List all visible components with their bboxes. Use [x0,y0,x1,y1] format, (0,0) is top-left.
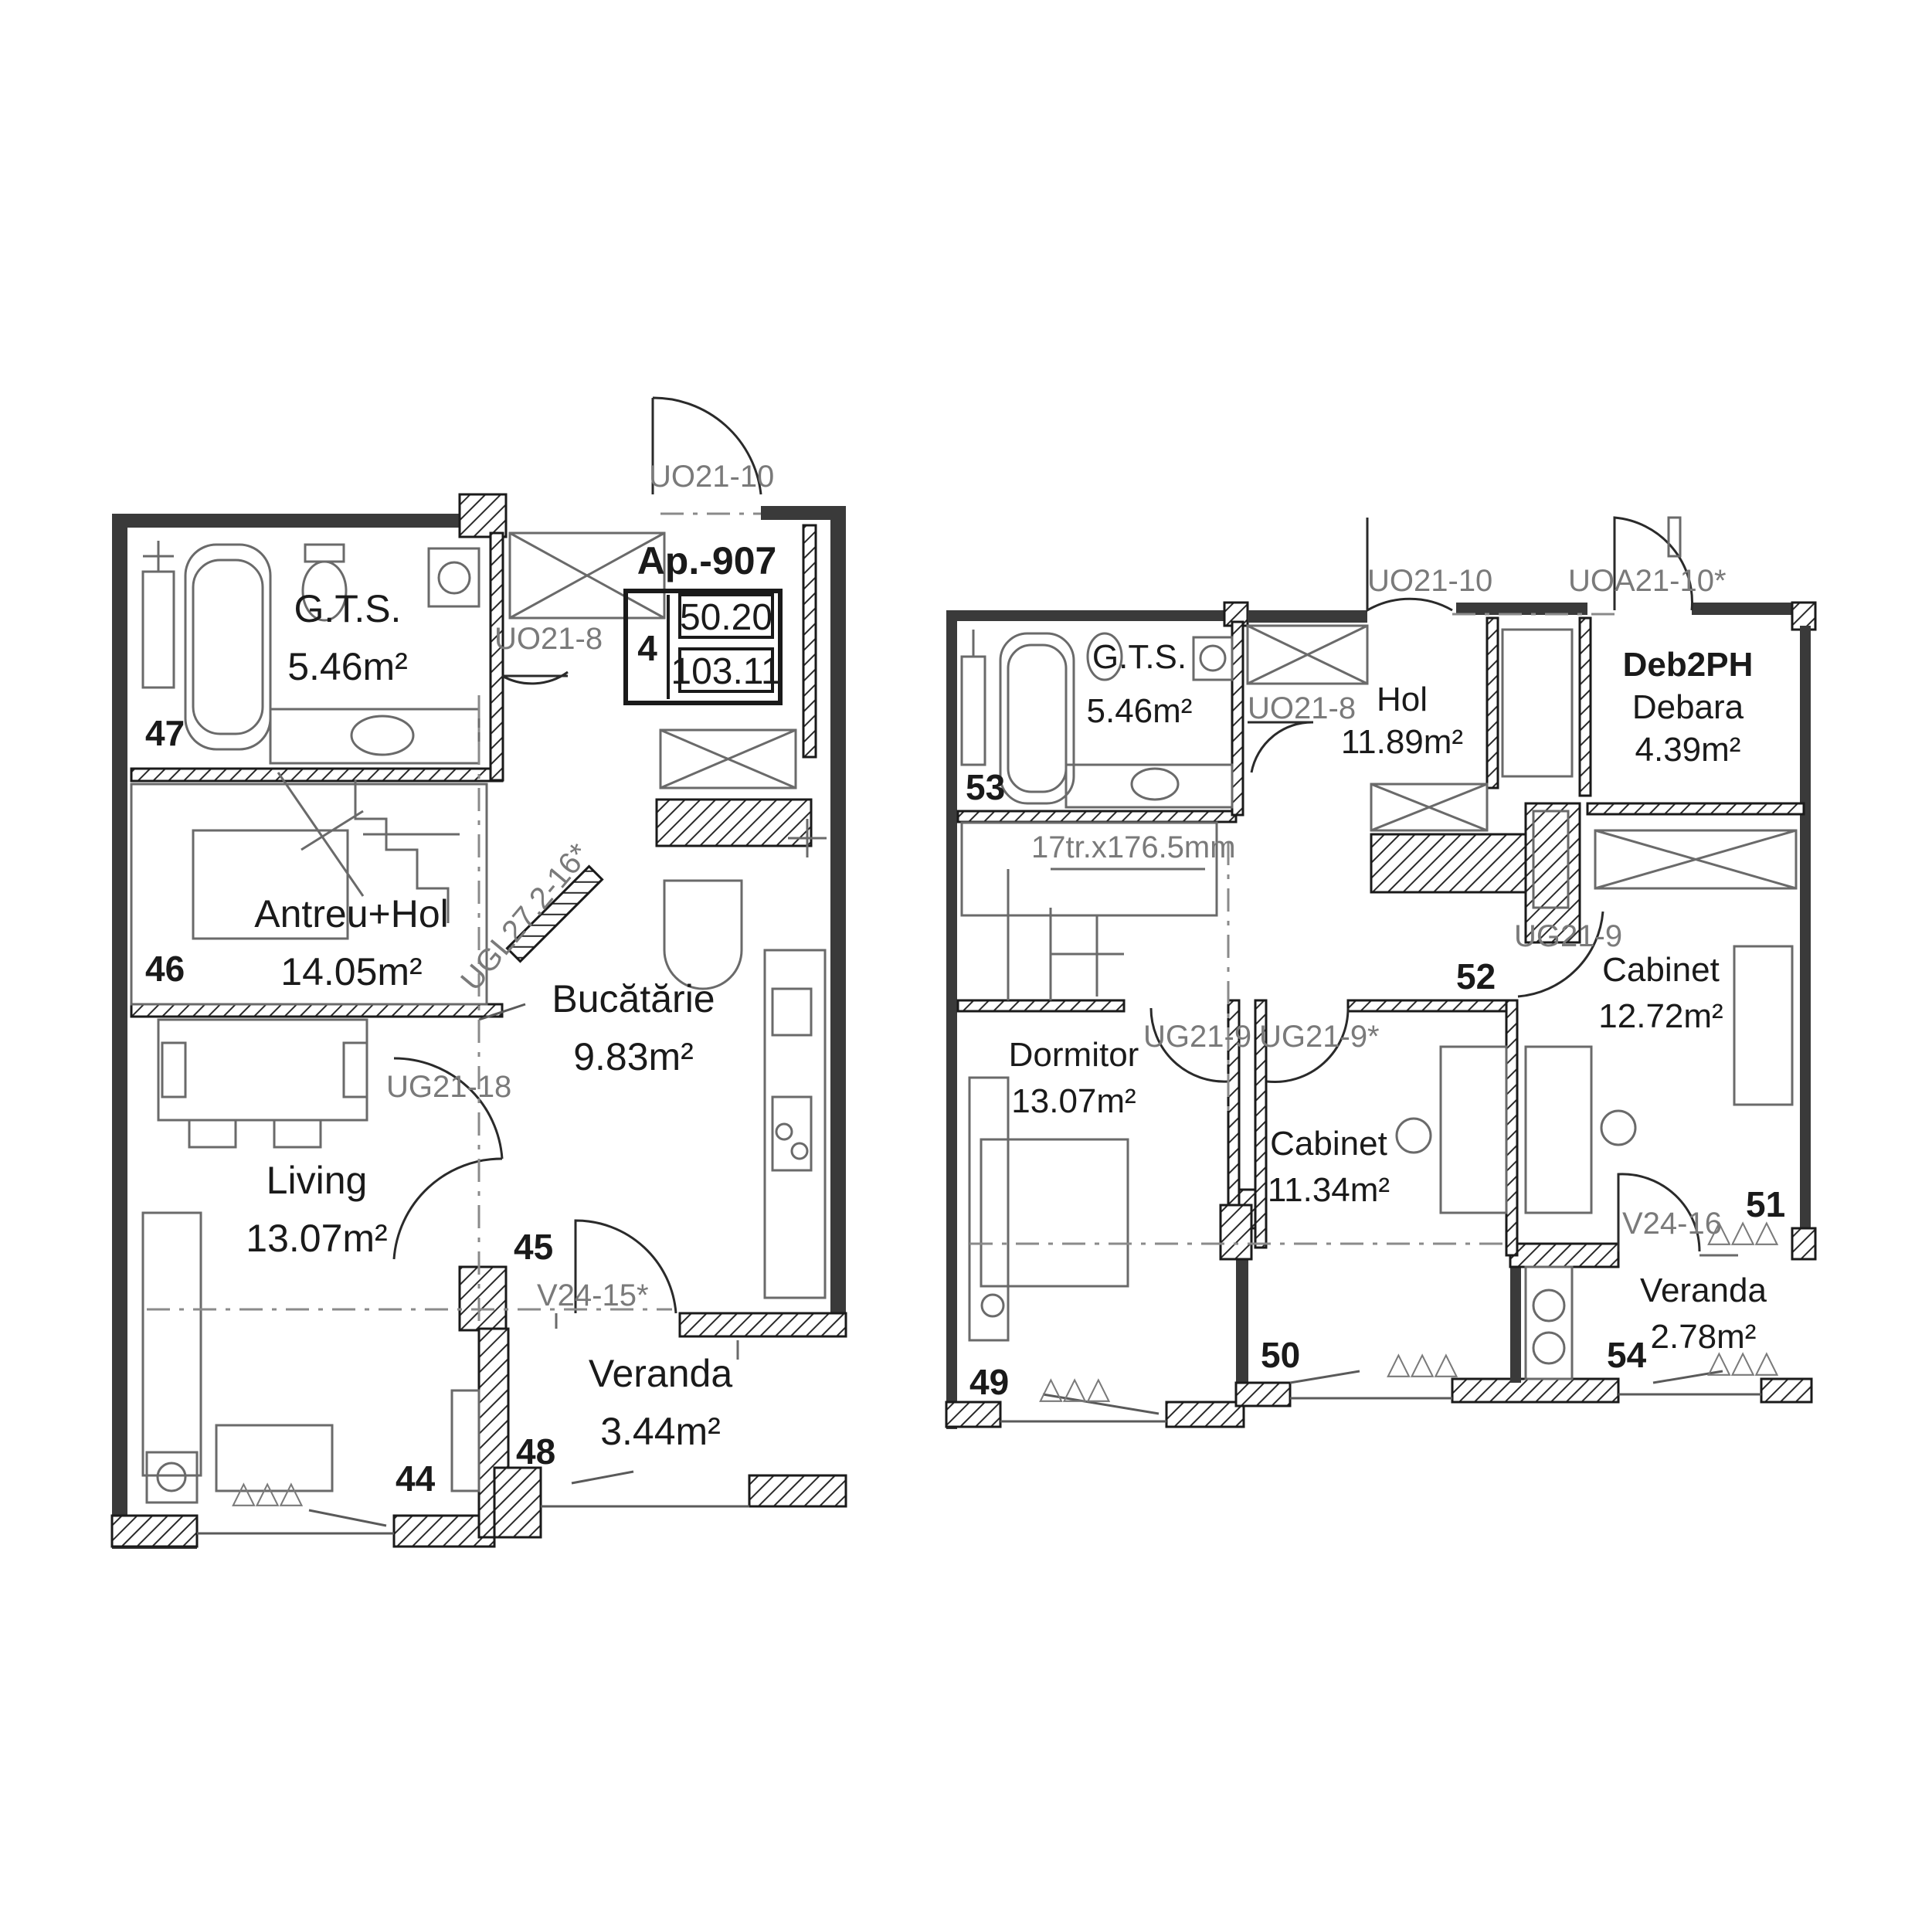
svg-text:△△△: △△△ [1387,1346,1458,1380]
room-area-gts-1: 5.46m² [287,645,408,688]
axis-number: 52 [1456,956,1496,997]
axis-number: 49 [969,1362,1009,1402]
door-tag: UO21-10 [649,460,774,494]
room-code-deb2ph: Deb2PH [1623,646,1754,684]
room-name-debara: Debara [1632,688,1744,726]
room-area-antreu: 14.05m² [280,950,422,993]
axis-number: 47 [145,713,185,753]
door-tag: UO21-8 [1248,691,1356,725]
room-name-cabinet-2: Cabinet [1270,1125,1387,1163]
door-tag: V24-16 [1622,1207,1722,1241]
door-tag: UO21-8 [494,622,603,656]
door-tag: UG21-9 [1143,1020,1251,1054]
apartment-total-area: 103.11 [671,651,781,692]
axis-number: 46 [145,949,185,989]
room-area-veranda-2: 2.78m² [1651,1318,1757,1356]
svg-text:△△△: △△△ [232,1475,304,1509]
room-area-cabinet-2: 11.34m² [1268,1171,1390,1209]
axis-number: 45 [514,1227,553,1267]
room-name-living: Living [267,1159,368,1202]
room-name-gts-1: G.T.S. [294,587,402,630]
floor1-labels: G.T.S. 5.46m² Antreu+Hol 14.05m² Bucătăr… [145,460,782,1499]
axis-number: 50 [1261,1335,1300,1375]
axis-number: 44 [396,1458,436,1499]
door-tag: UGL27.2-16* [454,837,596,997]
room-name-antreu: Antreu+Hol [254,892,449,935]
room-name-hol: Hol [1377,681,1428,718]
floor2-labels: G.T.S. 5.46m² Hol 11.89m² Deb2PH Debara … [966,564,1785,1402]
apartment-code: Ap.-907 [637,539,777,582]
door-tag: V24-15* [537,1278,649,1312]
room-name-veranda-1: Veranda [589,1352,732,1395]
axis-number: 51 [1746,1184,1785,1224]
svg-text:△△△: △△△ [1707,1345,1779,1379]
apartment-rooms-count: 4 [637,628,657,668]
room-name-dormitor: Dormitor [1009,1036,1139,1074]
room-area-gts-2: 5.46m² [1087,692,1193,730]
door-tag: UOA21-10* [1568,564,1727,598]
floor2-plan: △△△ △△△ △△△ △△△ [945,516,1817,1429]
room-area-dormitor: 13.07m² [1011,1082,1136,1120]
room-name-cabinet-1: Cabinet [1602,951,1720,989]
axis-number: 48 [516,1431,555,1472]
door-tag: UG21-18 [386,1070,511,1104]
room-name-gts-2: G.T.S. [1092,638,1187,676]
stair-note: 17tr.x176.5mm [1031,830,1236,864]
room-area-living: 13.07m² [246,1217,387,1260]
door-tag: UG21-9* [1259,1020,1380,1054]
room-area-cabinet-1: 12.72m² [1598,997,1723,1035]
svg-text:△△△: △△△ [1039,1371,1111,1405]
room-name-veranda-2: Veranda [1640,1272,1767,1309]
room-area-hol: 11.89m² [1341,723,1463,761]
apartment-living-area: 50.20 [680,597,772,638]
axis-number: 53 [966,767,1005,807]
svg-text:△△△: △△△ [1707,1214,1779,1248]
door-tag: UO21-10 [1367,564,1492,598]
axis-number: 54 [1607,1335,1647,1375]
room-area-bucatarie: 9.83m² [573,1035,694,1078]
room-name-bucatarie: Bucătărie [552,977,715,1020]
room-area-debara: 4.39m² [1635,731,1741,769]
floor1-plan: △△△ [110,396,847,1549]
room-area-veranda-1: 3.44m² [600,1410,721,1453]
door-tag: UG21-9 [1514,919,1622,953]
